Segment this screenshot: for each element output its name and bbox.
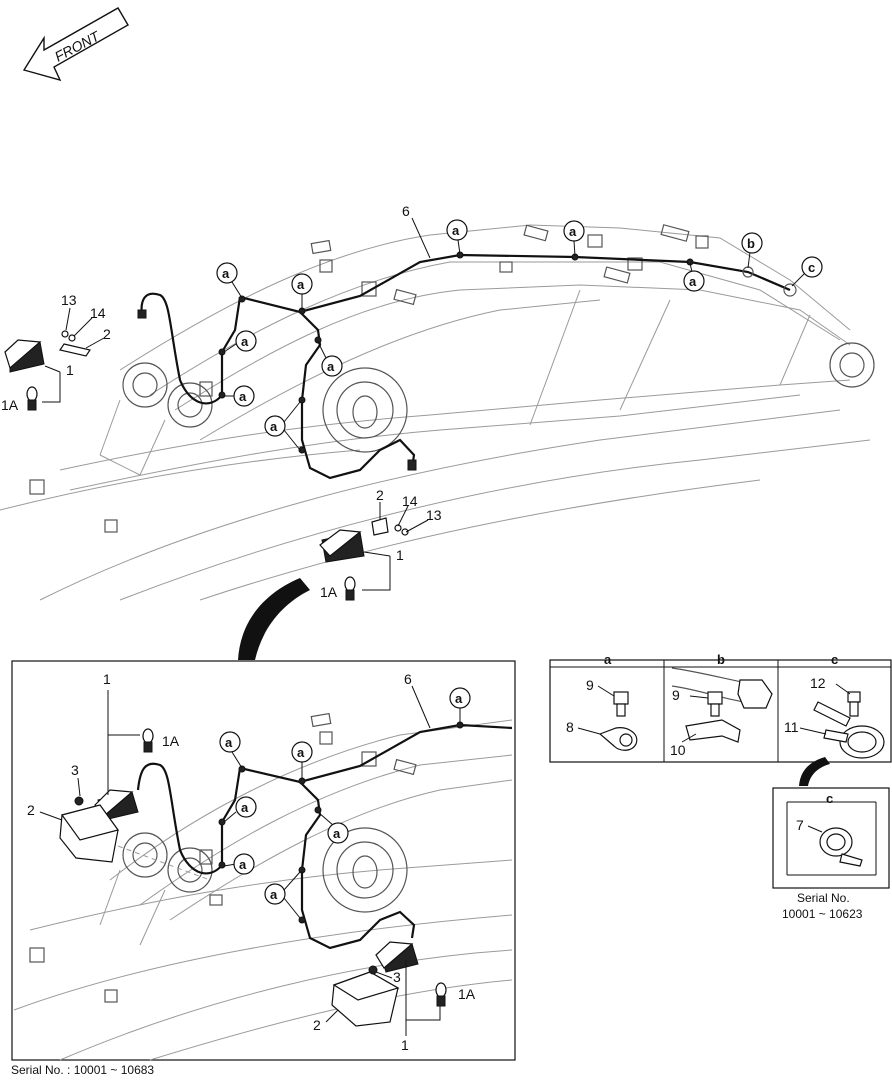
label-washer-right: 14 (402, 493, 418, 509)
panel-a-label-clamp: 8 (566, 719, 574, 735)
bubble-a: a (264, 401, 301, 451)
bubble-a: a (683, 262, 705, 292)
bulb-icon (344, 576, 356, 601)
panel-a-label-bolt: 9 (586, 677, 594, 693)
serial-range-inset: Serial No. : 10001 ~ 10683 (11, 1063, 155, 1077)
svg-text:a: a (327, 359, 335, 374)
svg-text:a: a (239, 389, 247, 404)
svg-text:a: a (333, 826, 341, 841)
panel-b-parts: 9 10 (670, 667, 773, 758)
small-detail-header: c (826, 791, 833, 806)
bubble-b: b (741, 232, 763, 269)
inset-label-box-right: 2 (313, 1017, 321, 1033)
bulb-icon (26, 386, 38, 411)
label-lamp-right: 1 (396, 547, 404, 563)
label-lamp-left: 1 (66, 362, 74, 378)
small-detail-label: 7 (796, 817, 804, 833)
svg-text:a: a (270, 419, 278, 434)
detail-arrow-icon (238, 578, 310, 660)
label-bracket-right: 2 (376, 487, 384, 503)
inset-harness (136, 721, 513, 950)
label-bulb-left: 1A (1, 397, 19, 413)
inset-label-bulb-left: 1A (162, 733, 180, 749)
svg-text:c: c (808, 260, 815, 275)
svg-text:a: a (689, 274, 697, 289)
bubble-a: a (291, 273, 313, 310)
work-lamp-right (319, 517, 409, 601)
inset-lamp-right (331, 941, 447, 1027)
svg-text:a: a (241, 800, 249, 815)
inset-bubbles: a a a a a a a (219, 687, 471, 919)
detail-panels: a b c 9 8 9 10 (549, 652, 892, 763)
panel-a-parts: 9 8 (566, 677, 638, 751)
label-bracket-left: 2 (103, 326, 111, 342)
svg-text:a: a (452, 223, 460, 238)
bubble-a: a (223, 853, 255, 875)
svg-text:a: a (222, 266, 230, 281)
bubble-a: a (223, 330, 257, 353)
svg-text:a: a (239, 857, 247, 872)
detail-arrow-icon (799, 757, 830, 786)
label-harness: 6 (402, 203, 410, 219)
serial-label-small-detail: Serial No. (797, 891, 850, 905)
bubble-a: a (223, 796, 257, 823)
bubble-a: a (216, 262, 243, 299)
serial-range-small-detail: 10001 ~ 10623 (782, 907, 863, 921)
inset-frame (11, 660, 516, 1061)
bubble-c: c (791, 256, 823, 287)
panel-c-label-clamp: 11 (784, 719, 799, 735)
bubble-a: a (264, 871, 301, 919)
top-bubbles: a a a a a b c a a a a (216, 219, 823, 451)
panel-b-label-bracket: 10 (670, 742, 686, 758)
panel-header-c: c (831, 652, 838, 667)
panel-header-b: b (717, 652, 725, 667)
inset-label-nut-right: 3 (393, 969, 401, 985)
inset-label-box-left: 2 (27, 802, 35, 818)
bubble-a: a (449, 687, 471, 724)
svg-text:a: a (241, 334, 249, 349)
bubble-a: a (224, 385, 255, 407)
bubble-a: a (317, 811, 349, 844)
inset-label-harness: 6 (404, 671, 412, 687)
svg-text:a: a (225, 735, 233, 750)
front-arrow-icon: FRONT (22, 7, 129, 82)
top-callouts: 6 13 14 2 1 1A 2 14 13 1 1A (1, 203, 442, 600)
bubble-a: a (219, 731, 243, 769)
bulb-icon (435, 982, 447, 1007)
inset-lamp-left (59, 728, 211, 881)
inset-label-lamp-right: 1 (401, 1037, 409, 1053)
svg-text:a: a (569, 224, 577, 239)
bubble-a: a (446, 219, 468, 255)
svg-text:a: a (270, 887, 278, 902)
panel-c-label-bolt: 12 (810, 675, 826, 691)
label-washer-left: 14 (90, 305, 106, 321)
small-detail-c: c 7 (772, 787, 890, 889)
inset-label-bulb-right: 1A (458, 986, 476, 1002)
panel-header-a: a (604, 652, 612, 667)
bubble-a: a (291, 741, 313, 780)
label-bulb-right: 1A (320, 584, 338, 600)
svg-text:b: b (747, 236, 755, 251)
label-bolt-left: 13 (61, 292, 77, 308)
work-lamp-left (4, 330, 91, 411)
boom-structure (0, 224, 875, 601)
bulb-icon (142, 728, 154, 753)
inset-callouts: 1 1A 3 2 6 3 1A 2 1 (27, 671, 476, 1053)
bubble-a: a (563, 220, 585, 257)
panel-b-label-bolt: 9 (672, 687, 680, 703)
svg-text:a: a (455, 691, 463, 706)
label-bolt-right: 13 (426, 507, 442, 523)
svg-text:a: a (297, 277, 305, 292)
inset-label-lamp-left: 1 (103, 671, 111, 687)
inset-boom (13, 712, 513, 1061)
panel-c-parts: 12 11 (784, 675, 885, 759)
bubble-a: a (317, 341, 343, 377)
svg-text:a: a (297, 745, 305, 760)
inset-label-nut-left: 3 (71, 762, 79, 778)
